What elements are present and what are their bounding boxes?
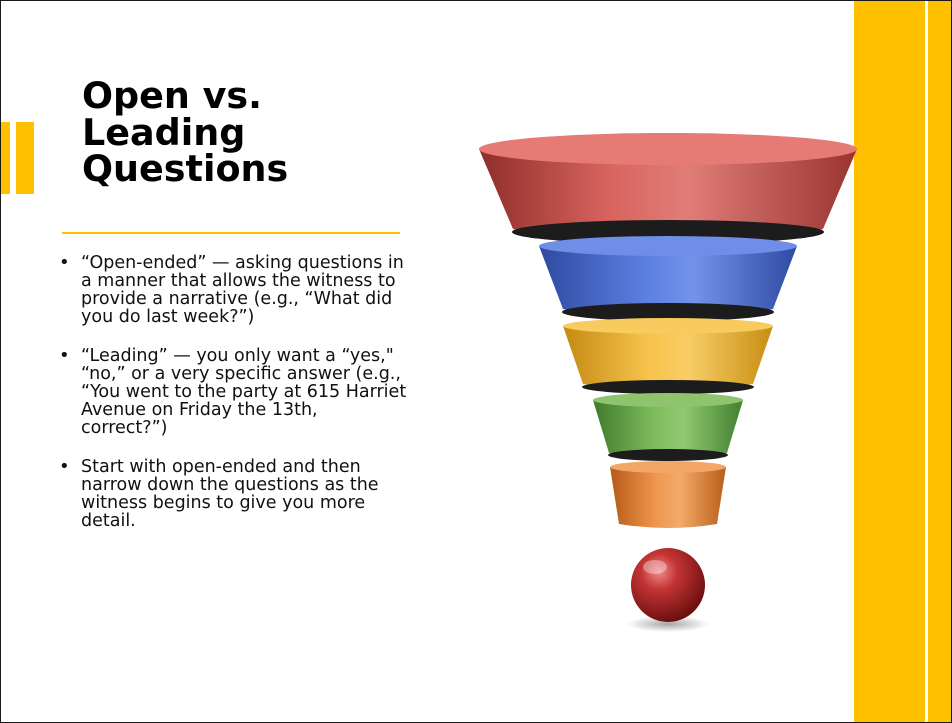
slide-title: Open vs. Leading Questions [82,74,402,190]
bullet-item: “Leading” — you only want a “yes," “no,”… [59,347,409,437]
right-accent-bar [854,1,951,722]
title-line: Questions [82,147,289,190]
title-line: Leading [82,110,246,154]
title-line: Open vs. [82,74,262,117]
bullet-item: Start with open-ended and then narrow do… [59,458,409,530]
funnel-graphic-icon [479,133,857,632]
left-accent-bar [1,122,10,194]
bullet-list: “Open-ended” — asking questions in a man… [59,254,409,551]
title-underline [62,232,400,234]
left-accent-bar [16,122,34,194]
bullet-item: “Open-ended” — asking questions in a man… [59,254,409,326]
right-accent-divider [925,1,928,722]
